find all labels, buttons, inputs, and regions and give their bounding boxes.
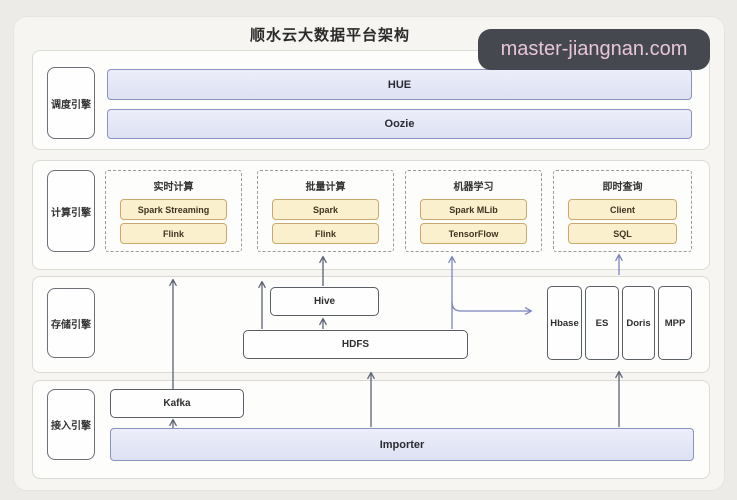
watermark-badge: master-jiangnan.com xyxy=(478,29,710,70)
node-hive: Hive xyxy=(270,287,379,316)
layer-label-compute: 计算引擎 xyxy=(47,170,95,252)
node-mpp: MPP xyxy=(658,286,692,360)
group-realtime-compute: 实时计算 Spark Streaming Flink xyxy=(105,170,242,252)
watermark-text: master-jiangnan.com xyxy=(500,38,688,60)
node-sql: SQL xyxy=(568,223,677,244)
layer-label-scheduling: 调度引擎 xyxy=(47,67,95,139)
node-hbase: Hbase xyxy=(547,286,582,360)
node-client: Client xyxy=(568,199,677,220)
node-flink-batch: Flink xyxy=(272,223,379,244)
node-tensorflow: TensorFlow xyxy=(420,223,527,244)
group-batch-compute: 批量计算 Spark Flink xyxy=(257,170,394,252)
node-doris: Doris xyxy=(622,286,655,360)
layer-label-storage: 存储引擎 xyxy=(47,288,95,358)
layer-label-access: 接入引擎 xyxy=(47,389,95,460)
page-title: 顺水云大数据平台架构 xyxy=(249,27,410,44)
node-flink-realtime: Flink xyxy=(120,223,227,244)
group-title: 即时查询 xyxy=(602,182,643,193)
group-title: 实时计算 xyxy=(153,182,194,193)
group-machine-learning: 机器学习 Spark MLib TensorFlow xyxy=(405,170,542,252)
node-hue: HUE xyxy=(107,69,692,100)
node-hdfs: HDFS xyxy=(243,330,468,359)
node-spark-mlib: Spark MLib xyxy=(420,199,527,220)
node-importer: Importer xyxy=(110,428,694,461)
group-title: 批量计算 xyxy=(305,182,346,193)
node-oozie: Oozie xyxy=(107,109,692,139)
node-kafka: Kafka xyxy=(110,389,244,418)
node-es: ES xyxy=(585,286,619,360)
group-instant-query: 即时查询 Client SQL xyxy=(553,170,692,252)
node-spark-streaming: Spark Streaming xyxy=(120,199,227,220)
group-title: 机器学习 xyxy=(453,182,494,193)
node-spark: Spark xyxy=(272,199,379,220)
